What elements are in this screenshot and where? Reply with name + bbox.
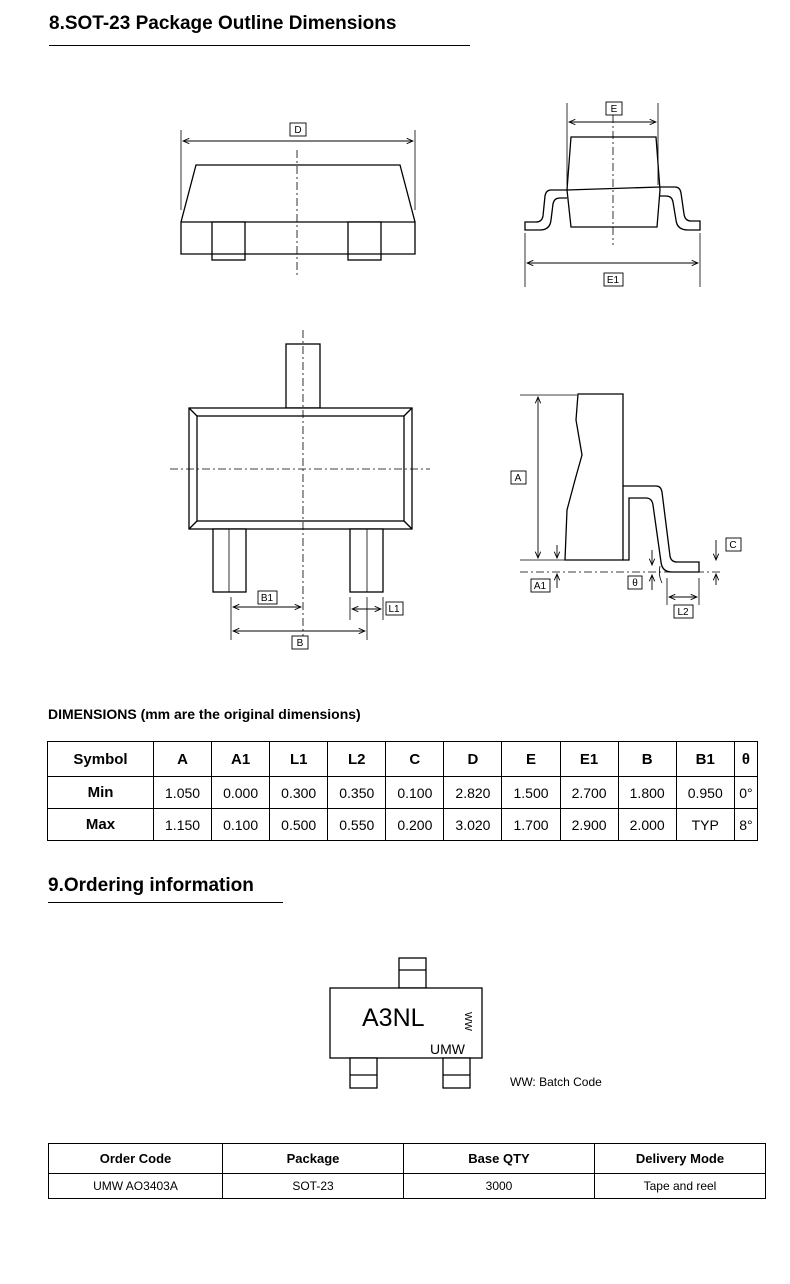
table-cell: TYP [675, 808, 735, 841]
batch-code-note: WW: Batch Code [510, 1075, 602, 1089]
label-L2: L2 [677, 607, 689, 618]
label-D: D [294, 125, 301, 136]
table-row: Min 1.050 0.000 0.300 0.350 0.100 2.820 … [47, 776, 759, 809]
table-cell: 1.800 [617, 776, 677, 809]
marking-code: A3NL [362, 1004, 425, 1032]
table-cell: 1.700 [501, 808, 561, 841]
marking-batch: WW [462, 1012, 473, 1031]
section-8-title: 8.SOT-23 Package Outline Dimensions [49, 13, 397, 34]
table-row: UMW AO3403A SOT-23 3000 Tape and reel [48, 1173, 766, 1199]
front-view: D [180, 122, 416, 275]
table-cell: 3000 [403, 1173, 595, 1199]
label-C: C [729, 540, 736, 551]
header-cell: Base QTY [403, 1143, 595, 1174]
header-cell: A [152, 741, 213, 777]
dimensions-table: Symbol A A1 L1 L2 C D E E1 B B1 θ Min 1.… [47, 741, 759, 841]
label-B1: B1 [261, 593, 274, 604]
section-8-underline [49, 45, 470, 46]
row-label-max: Max [47, 808, 154, 841]
table-cell: UMW AO3403A [48, 1173, 223, 1199]
section-9-title: 9.Ordering information [48, 875, 254, 896]
ordering-header-row: Order Code Package Base QTY Delivery Mod… [48, 1143, 766, 1174]
label-E1: E1 [607, 275, 620, 286]
package-outline-drawing: D E E1 [170, 101, 742, 650]
label-theta: θ [632, 578, 638, 589]
table-row: Max 1.150 0.100 0.500 0.550 0.200 3.020 … [47, 808, 759, 841]
header-cell: L2 [327, 741, 387, 777]
table-cell: 0.350 [327, 776, 387, 809]
header-cell: Delivery Mode [594, 1143, 766, 1174]
top-view: B1 B L1 [170, 330, 430, 650]
label-B: B [297, 638, 304, 649]
dimensions-header-row: Symbol A A1 L1 L2 C D E E1 B B1 θ [47, 741, 759, 777]
table-cell: SOT-23 [222, 1173, 404, 1199]
header-cell: θ [733, 741, 759, 777]
label-E: E [611, 104, 618, 115]
table-cell: 0.100 [385, 776, 445, 809]
label-A1: A1 [534, 581, 547, 592]
table-cell: 0.550 [327, 808, 387, 841]
table-cell: 0.000 [211, 776, 271, 809]
ordering-table: Order Code Package Base QTY Delivery Mod… [48, 1143, 766, 1199]
table-cell: 0.500 [269, 808, 329, 841]
header-cell: Symbol [47, 741, 154, 777]
header-cell: D [443, 741, 503, 777]
header-cell: E1 [559, 741, 619, 777]
table-cell: 3.020 [443, 808, 503, 841]
table-cell: 8° [733, 808, 759, 841]
label-L1: L1 [388, 604, 400, 615]
header-cell: Package [222, 1143, 404, 1174]
table-cell: 0.200 [385, 808, 445, 841]
marking-brand: UMW [430, 1041, 466, 1057]
table-cell: 0° [733, 776, 759, 809]
table-cell: 2.000 [617, 808, 677, 841]
table-cell: Tape and reel [594, 1173, 766, 1199]
table-cell: 0.300 [269, 776, 329, 809]
profile-view: A A1 θ C L2 [510, 393, 742, 619]
header-cell: C [385, 741, 445, 777]
side-view: E E1 [524, 101, 701, 287]
dimensions-title: DIMENSIONS (mm are the original dimensio… [48, 706, 361, 722]
header-cell: Order Code [48, 1143, 223, 1174]
table-cell: 1.150 [152, 808, 213, 841]
section-9-underline [48, 902, 283, 903]
table-cell: 2.900 [559, 808, 619, 841]
table-cell: 1.500 [501, 776, 561, 809]
label-A: A [515, 473, 522, 484]
